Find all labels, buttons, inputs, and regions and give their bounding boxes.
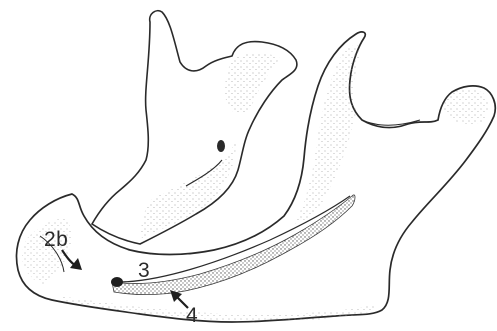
label-2b: 2b: [44, 229, 68, 250]
mental-foramen: [111, 277, 123, 287]
inner-mandible-half: [92, 11, 297, 244]
mandibular-foramen: [217, 140, 225, 152]
label-4: 4: [186, 305, 198, 326]
label-3: 3: [138, 260, 150, 281]
